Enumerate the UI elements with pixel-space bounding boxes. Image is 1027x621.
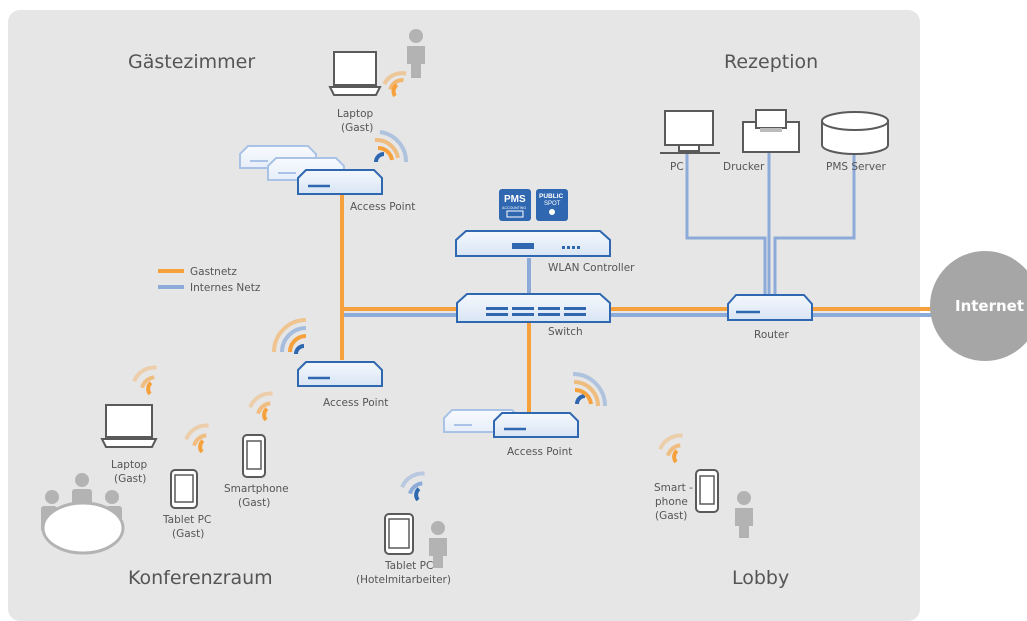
conference-table-icon bbox=[41, 473, 125, 555]
tablet-staff-label-1: Tablet PC bbox=[384, 560, 433, 572]
pc-label: PC bbox=[670, 161, 684, 173]
printer-label: Drucker bbox=[723, 161, 765, 173]
svg-text:PUBLIC: PUBLIC bbox=[539, 193, 564, 200]
room-label-lobby: Lobby bbox=[732, 567, 789, 589]
wifi-signal-icon bbox=[374, 130, 409, 163]
svg-text:SPOT: SPOT bbox=[544, 201, 561, 207]
switch-label: Switch bbox=[548, 326, 583, 338]
pms-server-label: PMS Server bbox=[826, 161, 887, 173]
printer-icon bbox=[742, 109, 800, 153]
ap-left-label: Access Point bbox=[323, 397, 388, 409]
smartphone-conf-label-1: Smartphone bbox=[224, 483, 289, 495]
room-label-conference: Konferenzraum bbox=[128, 567, 273, 589]
legend-internal-label: Internes Netz bbox=[190, 282, 261, 294]
smartphone-lobby-label-2: phone bbox=[655, 496, 688, 508]
room-label-reception: Rezeption bbox=[724, 51, 818, 73]
wifi-signal-icon bbox=[272, 318, 307, 355]
laptop-conference-icon bbox=[100, 404, 158, 448]
access-point-left-icon bbox=[297, 361, 383, 387]
wifi-signal-icon bbox=[382, 71, 407, 98]
ap-bottom-label: Access Point bbox=[507, 446, 572, 458]
laptop-conf-label-1: Laptop bbox=[111, 459, 147, 471]
laptop-icon bbox=[328, 51, 382, 96]
laptop-top-label-2: (Gast) bbox=[341, 122, 373, 134]
wifi-signal-icon bbox=[184, 423, 209, 454]
wlan-controller-icon bbox=[455, 230, 611, 257]
internet-label: Internet bbox=[955, 297, 1024, 315]
legend-guest-label: Gastnetz bbox=[190, 266, 237, 278]
router-icon bbox=[727, 294, 813, 321]
tablet-conf-label-2: (Gast) bbox=[172, 528, 204, 540]
smartphone-lobby-icon bbox=[695, 469, 719, 513]
pms-server-icon bbox=[821, 111, 889, 155]
wifi-signal-icon bbox=[400, 471, 425, 502]
connections bbox=[340, 153, 940, 412]
wifi-signal-icon bbox=[132, 365, 157, 396]
person-icon bbox=[429, 521, 447, 568]
access-point-top-icon bbox=[297, 169, 383, 195]
ap-top-label: Access Point bbox=[350, 201, 415, 213]
svg-text:ACCOUNTING: ACCOUNTING bbox=[502, 206, 526, 210]
smartphone-conf-label-2: (Gast) bbox=[238, 497, 270, 509]
smartphone-lobby-label-3: (Gast) bbox=[655, 510, 687, 522]
room-label-guest-room: Gästezimmer bbox=[128, 51, 255, 73]
router-label: Router bbox=[754, 329, 789, 341]
smartphone-lobby-label-1: Smart - bbox=[654, 482, 693, 494]
person-icon bbox=[735, 491, 753, 538]
tablet-conf-label-1: Tablet PC bbox=[162, 514, 211, 526]
legend: Gastnetz Internes Netz bbox=[158, 266, 261, 294]
pms-badge-icon: PMS ACCOUNTING bbox=[499, 189, 531, 221]
tablet-icon bbox=[170, 469, 198, 509]
tablet-staff-label-2: (Hotelmitarbeiter) bbox=[356, 574, 451, 586]
svg-text:PMS: PMS bbox=[504, 194, 526, 205]
wifi-signal-icon bbox=[658, 433, 683, 464]
laptop-conf-label-2: (Gast) bbox=[114, 473, 146, 485]
wifi-signal-icon bbox=[572, 372, 607, 407]
internet-cloud: Internet bbox=[930, 251, 1027, 361]
person-icon bbox=[407, 29, 425, 78]
smartphone-icon bbox=[242, 434, 266, 478]
wifi-signal-icon bbox=[248, 391, 273, 422]
wlan-controller-label: WLAN Controller bbox=[548, 262, 635, 274]
public-spot-badge-icon: PUBLIC SPOT bbox=[536, 189, 568, 221]
pc-icon bbox=[660, 110, 720, 154]
laptop-top-label-1: Laptop bbox=[337, 108, 373, 120]
tablet-staff-icon bbox=[384, 513, 414, 555]
access-point-bottom-icon bbox=[493, 412, 579, 438]
switch-icon bbox=[456, 293, 611, 323]
